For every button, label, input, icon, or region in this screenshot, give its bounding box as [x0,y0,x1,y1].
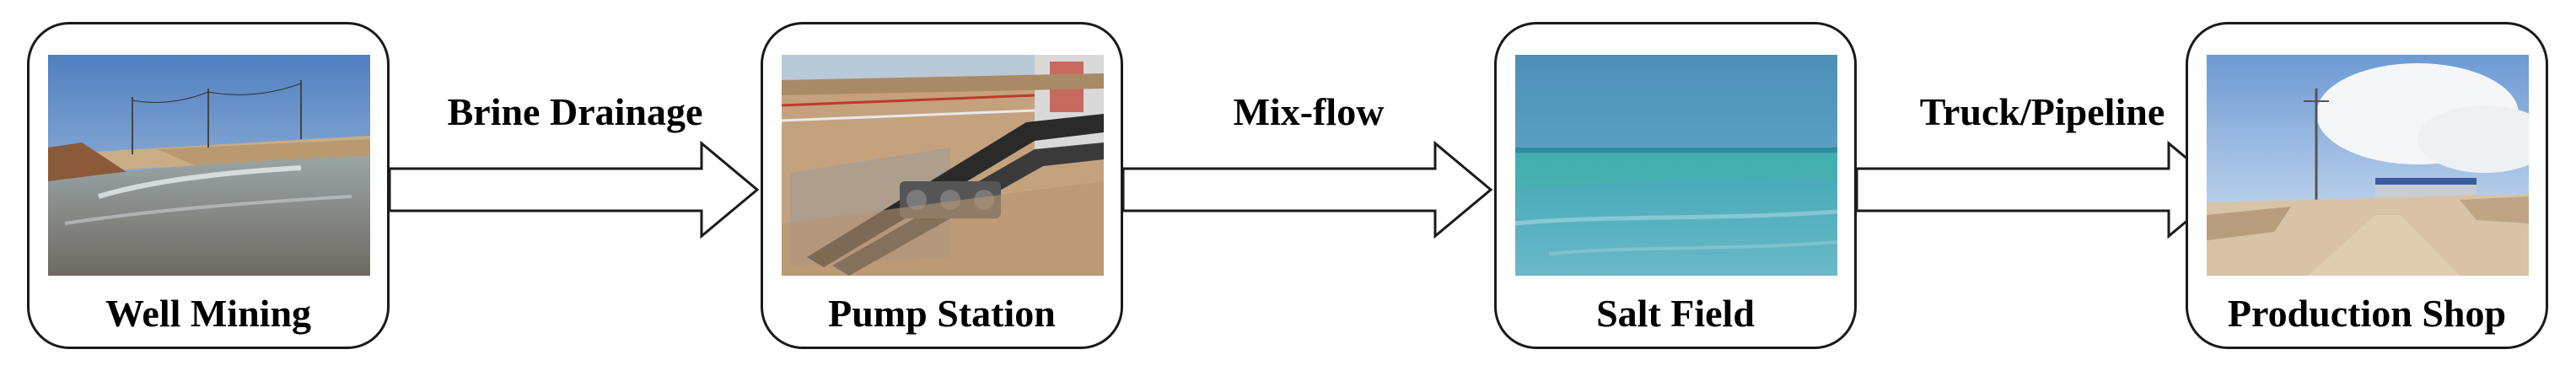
salt-pond-photo [1515,55,1837,276]
node-production-shop: Production Shop [2186,22,2548,349]
edge-truck-pipeline: Truck/Pipeline [1855,84,2228,253]
arrow-right-icon [1855,140,2227,239]
node-salt-field: Salt Field [1494,22,1857,349]
brine-canal-photo [48,55,370,276]
arrow-right-icon [388,140,760,239]
edge-brine-drainage: Brine Drainage [388,84,761,253]
arrow-right-icon [1121,140,1493,239]
node-label: Pump Station [828,292,1056,335]
edge-label: Brine Drainage [447,90,703,133]
node-well-mining: Well Mining [27,22,390,349]
edge-label: Truck/Pipeline [1919,90,2165,133]
edge-mix-flow: Mix-flow [1121,84,1494,253]
factory-site-photo [2207,55,2529,276]
node-label: Production Shop [2227,292,2507,335]
node-pump-station: Pump Station [761,22,1123,349]
node-label: Salt Field [1596,292,1755,335]
node-label: Well Mining [105,292,312,335]
pump-pipeline-photo [782,55,1104,276]
edge-label: Mix-flow [1233,90,1385,133]
